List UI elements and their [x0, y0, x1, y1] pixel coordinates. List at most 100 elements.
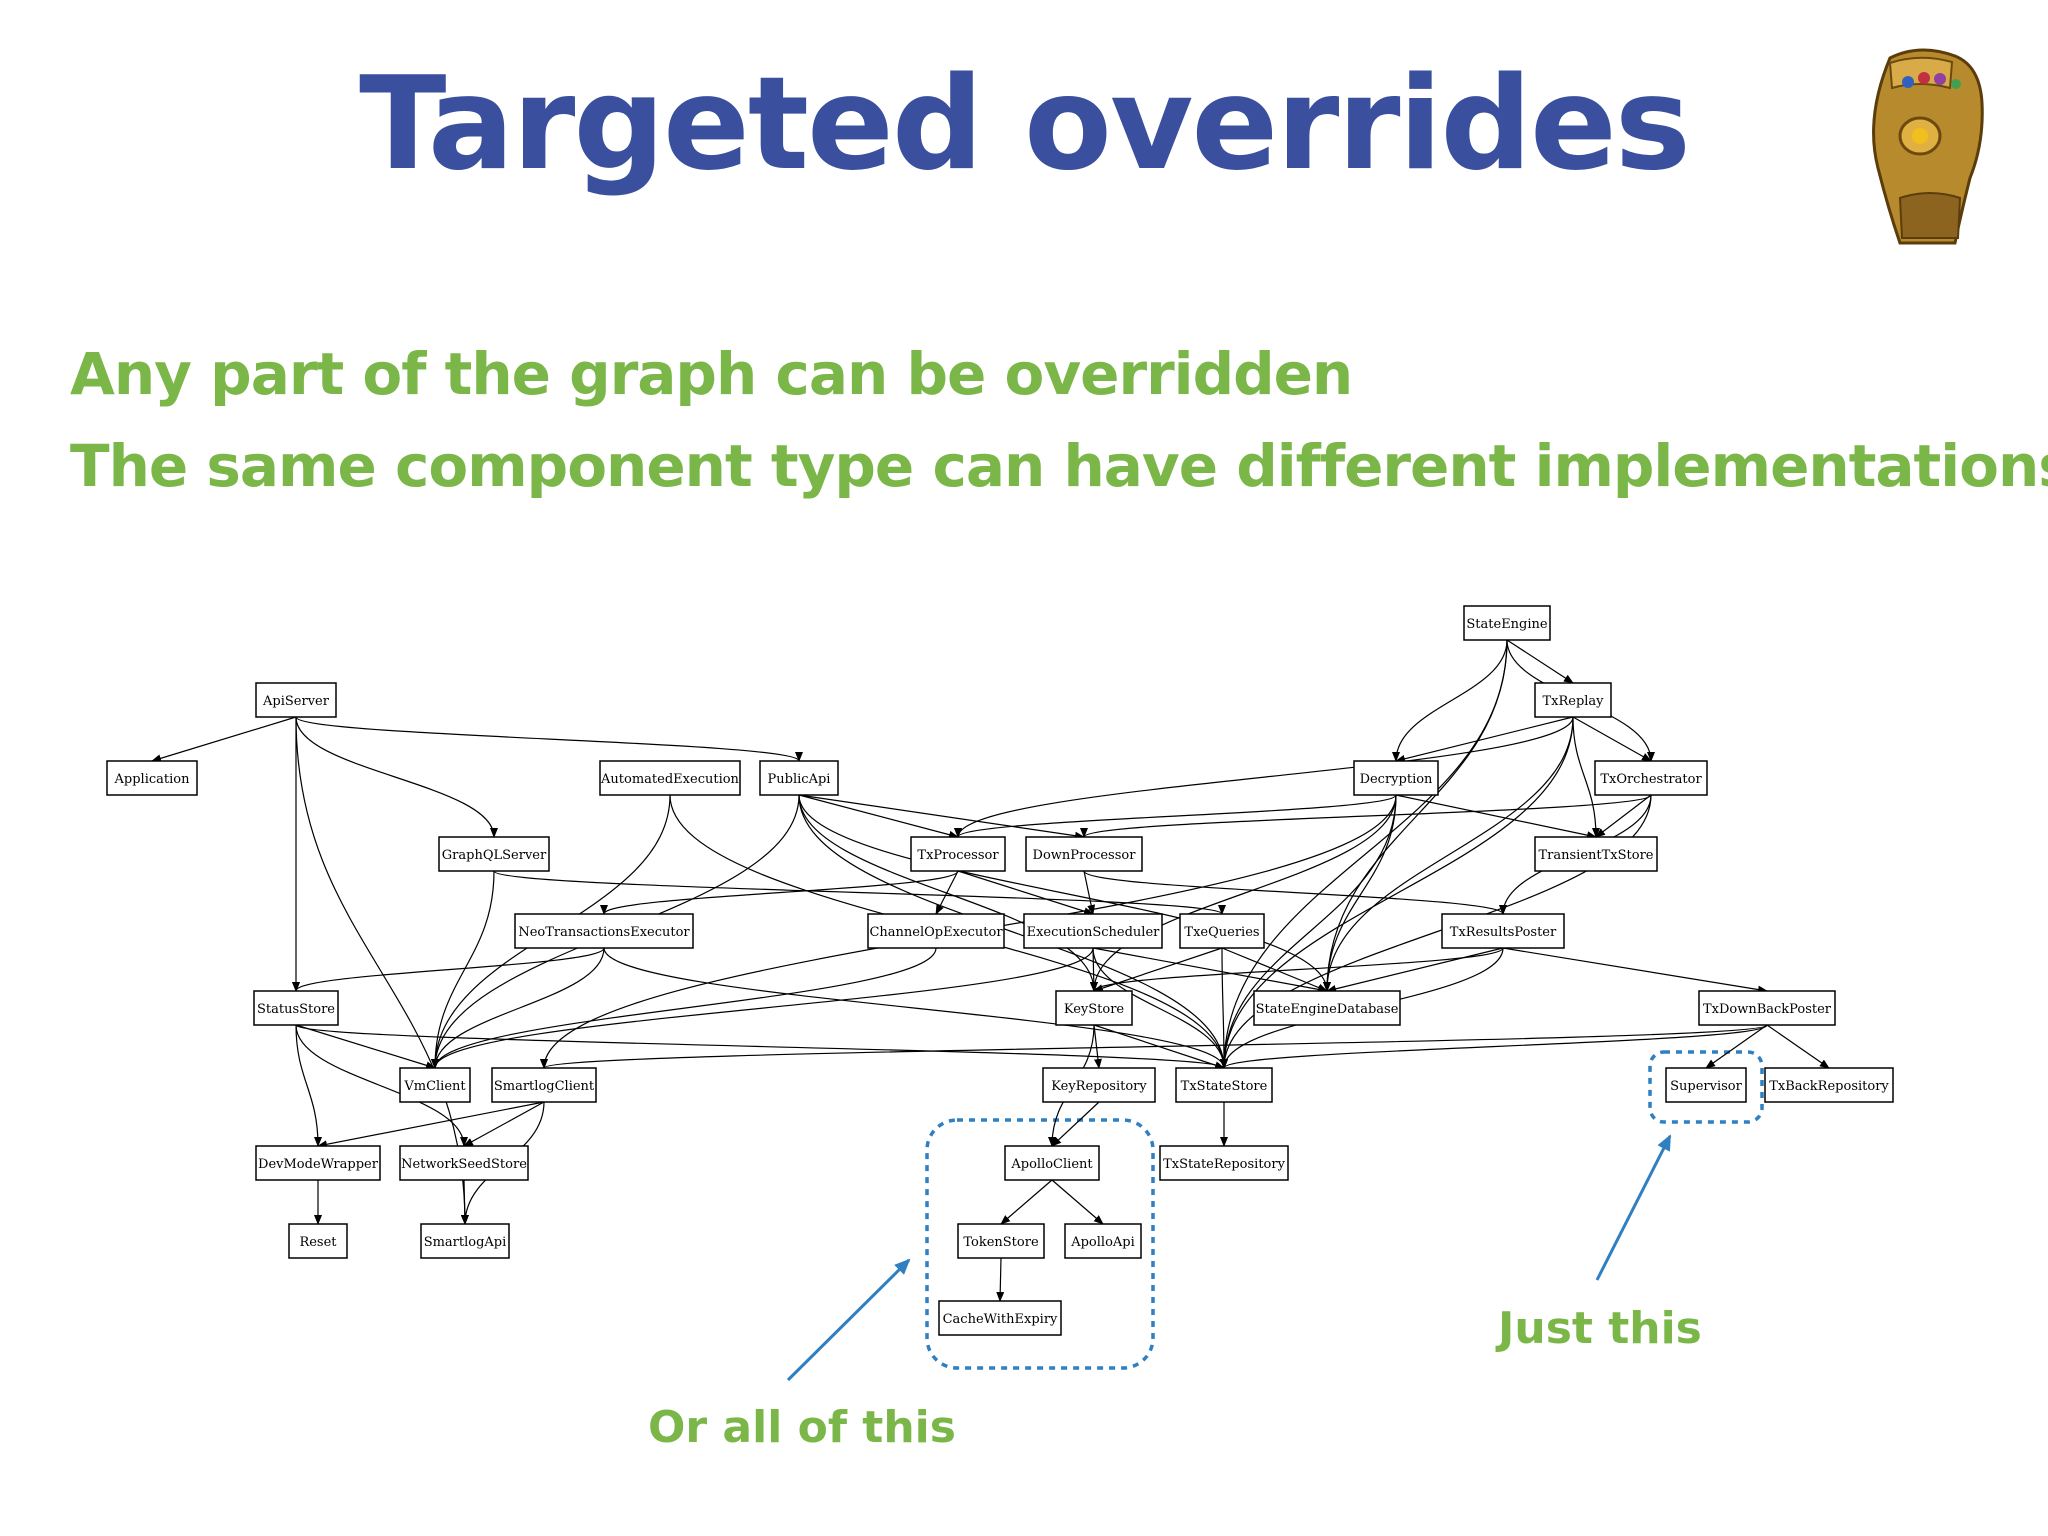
override-group-supervisor: [1648, 1050, 1764, 1124]
edge-state-engine-to-decryption: [1392, 639, 1508, 762]
node-box: [1534, 682, 1612, 718]
node-transient-tx-store: TransientTxStore: [1534, 836, 1658, 872]
node-tx-orchestrator: TxOrchestrator: [1594, 760, 1708, 796]
node-label: NetworkSeedStore: [401, 1157, 527, 1172]
override-group-apollo: [925, 1118, 1155, 1370]
node-label: TxBackRepository: [1769, 1079, 1889, 1094]
node-dev-mode-wrapper: DevModeWrapper: [255, 1145, 381, 1181]
node-box: [491, 1067, 597, 1103]
node-label: SmartlogApi: [424, 1235, 507, 1250]
node-box: [399, 1067, 471, 1103]
edge-api-server-to-public-api: [295, 716, 803, 762]
node-state-engine: StateEngine: [1463, 605, 1551, 641]
edge-tx-results-poster-to-state-engine-database: [1326, 947, 1504, 993]
node-label: StatusStore: [257, 1002, 335, 1017]
node-label: StateEngineDatabase: [1256, 1002, 1399, 1017]
node-label: DownProcessor: [1033, 848, 1137, 863]
edge-tx-orchestrator-to-down-processor: [1080, 794, 1652, 838]
edge-apollo-client-to-token-store: [1000, 1179, 1053, 1225]
node-label: Decryption: [1360, 772, 1433, 787]
node-box: [938, 1300, 1062, 1336]
edge-tx-down-back-poster-to-tx-back-repository: [1766, 1024, 1830, 1069]
node-box: [1353, 760, 1439, 796]
edge-decryption-to-tx-state-store: [1220, 794, 1397, 1069]
node-label: TxDownBackPoster: [1703, 1002, 1832, 1017]
node-label: TxStateStore: [1181, 1079, 1268, 1094]
edge-status-store-to-tx-state-store: [295, 1024, 1228, 1069]
edge-graph-ql-server-to-vm-client: [431, 870, 495, 1069]
edge-decryption-to-state-engine-database: [1323, 794, 1397, 992]
edge-execution-scheduler-to-state-engine-database: [1092, 947, 1328, 994]
edge-smartlog-client-to-network-seed-store: [463, 1101, 545, 1147]
node-box: [1175, 1067, 1273, 1103]
edge-tx-processor-to-neo-transactions-executor: [600, 870, 959, 915]
node-cache-with-expiry: CacheWithExpiry: [938, 1300, 1062, 1336]
node-label: DevModeWrapper: [258, 1157, 379, 1172]
node-application: Application: [106, 760, 198, 796]
edge-neo-transactions-executor-to-vm-client: [431, 947, 605, 1069]
edge-tx-results-poster-to-tx-down-back-poster: [1502, 947, 1768, 994]
node-box: [957, 1223, 1045, 1259]
node-tx-state-store: TxStateStore: [1175, 1067, 1273, 1103]
edge-smartlog-client-to-dev-mode-wrapper: [317, 1101, 545, 1149]
node-box: [420, 1223, 510, 1259]
callout-just-this: Just this: [1498, 1303, 1702, 1354]
node-label: TxProcessor: [917, 848, 999, 863]
edge-tx-replay-to-transient-tx-store: [1572, 716, 1600, 838]
node-label: NeoTransactionsExecutor: [518, 925, 690, 940]
node-tx-back-repository: TxBackRepository: [1764, 1067, 1894, 1103]
callout-arrow-just: [1595, 1134, 1672, 1281]
node-box: [288, 1223, 348, 1259]
node-label: ApolloApi: [1070, 1235, 1135, 1250]
edge-status-store-to-network-seed-store: [295, 1024, 468, 1147]
node-vm-client: VmClient: [399, 1067, 471, 1103]
edge-public-api-to-down-processor: [798, 794, 1085, 840]
node-key-repository: KeyRepository: [1042, 1067, 1156, 1103]
node-label: CacheWithExpiry: [943, 1312, 1058, 1327]
node-box: [1004, 1145, 1100, 1181]
edge-decryption-to-key-store: [1090, 794, 1397, 992]
edge-tx-processor-to-execution-scheduler: [957, 870, 1094, 916]
node-label: VmClient: [403, 1079, 466, 1094]
node-box: [1042, 1067, 1156, 1103]
edge-tx-replay-to-tx-state-store: [1220, 716, 1574, 1069]
node-box: [1159, 1145, 1289, 1181]
node-tx-replay: TxReplay: [1534, 682, 1612, 718]
bullet-implementations: The same component type can have differe…: [70, 432, 2048, 500]
node-label: ApolloClient: [1010, 1157, 1093, 1172]
callout-arrow-all: [786, 1258, 911, 1382]
slide-title: Targeted overrides: [359, 50, 1691, 199]
edge-tx-results-poster-to-key-store: [1090, 947, 1504, 992]
node-label: TransientTxStore: [1539, 848, 1654, 863]
gauntlet-icon: [1872, 48, 1984, 245]
node-box: [1594, 760, 1708, 796]
node-label: ExecutionScheduler: [1027, 925, 1161, 940]
node-key-store: KeyStore: [1055, 990, 1133, 1026]
edge-neo-transactions-executor-to-status-store: [292, 947, 605, 992]
node-public-api: PublicApi: [759, 760, 839, 796]
node-label: TokenStore: [963, 1235, 1039, 1250]
edge-token-store-to-cache-with-expiry: [996, 1257, 1005, 1302]
edge-network-seed-store-to-smartlog-api: [460, 1179, 469, 1225]
node-state-engine-database: StateEngineDatabase: [1253, 990, 1401, 1026]
edge-decryption-to-tx-processor: [954, 794, 1397, 838]
node-execution-scheduler: ExecutionScheduler: [1023, 913, 1163, 949]
edge-tx-down-back-poster-to-tx-state-store: [1220, 1024, 1768, 1069]
node-graph-ql-server: GraphQLServer: [438, 836, 550, 872]
node-box: [1441, 913, 1565, 949]
node-box: [910, 836, 1006, 872]
node-box: [438, 836, 550, 872]
node-tx-processor: TxProcessor: [910, 836, 1006, 872]
node-box: [1463, 605, 1551, 641]
node-box: [1534, 836, 1658, 872]
node-label: Reset: [299, 1235, 337, 1250]
node-label: PublicApi: [768, 772, 831, 787]
node-neo-transactions-executor: NeoTransactionsExecutor: [514, 913, 694, 949]
edge-tx-orchestrator-to-transient-tx-store: [1595, 794, 1652, 838]
node-down-processor: DownProcessor: [1025, 836, 1143, 872]
node-token-store: TokenStore: [957, 1223, 1045, 1259]
node-label: TxeQueries: [1184, 925, 1259, 940]
node-label: TxReplay: [1542, 694, 1604, 709]
